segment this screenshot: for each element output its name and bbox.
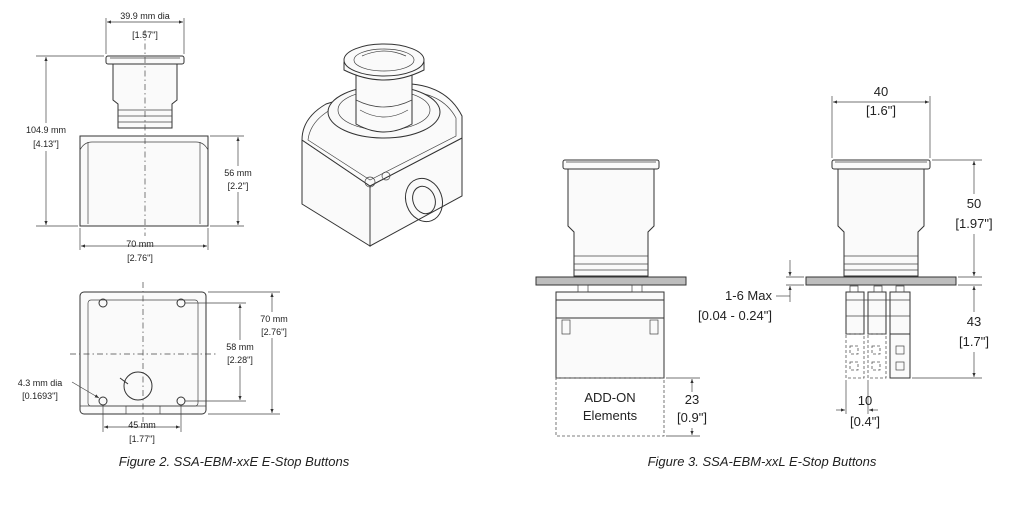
fig3-upper-height: 50 [967,196,981,211]
fig2-hole-spacing-mm: 58 mm [226,342,254,352]
fig2-box-height-in: [2.2"] [228,181,249,191]
fig3-addon-height: 23 [685,392,699,407]
fig2-width-mm: 70 mm [126,239,154,249]
fig2-box-height-mm: 56 mm [224,168,252,178]
fig3-lower-height-in: [1.7"] [959,334,989,349]
fig2-front-view: 39.9 mm dia [1.57"] 104.9 mm [4.13"] 56 … [22,11,258,263]
fig3-addon-line2: Elements [583,408,638,423]
fig2-caption: Figure 2. SSA-EBM-xxE E-Stop Buttons [119,454,350,469]
fig2-cap-dia-mm: 39.9 mm dia [120,11,170,21]
fig3-contact-width: 10 [858,393,872,408]
fig3-contact-width-in: [0.4"] [850,414,880,429]
fig3-lower-height: 43 [967,314,981,329]
fig2-height-mm: 104.9 mm [26,125,66,135]
fig3-addon-height-in: [0.9"] [677,410,707,425]
fig2-cap-dia-in: [1.57"] [132,30,158,40]
fig2-bottom-mm: 45 mm [128,420,156,430]
fig3-top-width: 40 [874,84,888,99]
fig2-hole-dia-in: [0.1693"] [22,391,58,401]
fig3-upper-height-in: [1.97"] [955,216,992,231]
fig2-width-in: [2.76"] [127,253,153,263]
fig3-top-width-in: [1.6"] [866,103,896,118]
fig3-right-view: 40 [1.6"] 50 [1.97"] 43 [1.7"] 1-6 Max [… [698,84,998,429]
fig2-hole-spacing-in: [2.28"] [227,355,253,365]
fig2-side-in: [2.76"] [261,327,287,337]
fig2-isometric-view [301,43,463,247]
fig2-hole-dia-mm: 4.3 mm dia [18,378,63,388]
fig3-caption: Figure 3. SSA-EBM-xxL E-Stop Buttons [648,454,877,469]
fig2-bottom-view: 70 mm [2.76"] 58 mm [2.28"] 4.3 mm dia [… [18,282,292,444]
fig3-addon-line1: ADD-ON [584,390,635,405]
fig3-panel-label: 1-6 Max [725,288,772,303]
fig3-panel-in: [0.04 - 0.24"] [698,308,772,323]
fig3-left-view: ADD-ON Elements 23 [0.9"] [535,159,710,437]
fig2-height-in: [4.13"] [33,139,59,149]
fig2-bottom-in: [1.77"] [129,434,155,444]
fig2-side-mm: 70 mm [260,314,288,324]
